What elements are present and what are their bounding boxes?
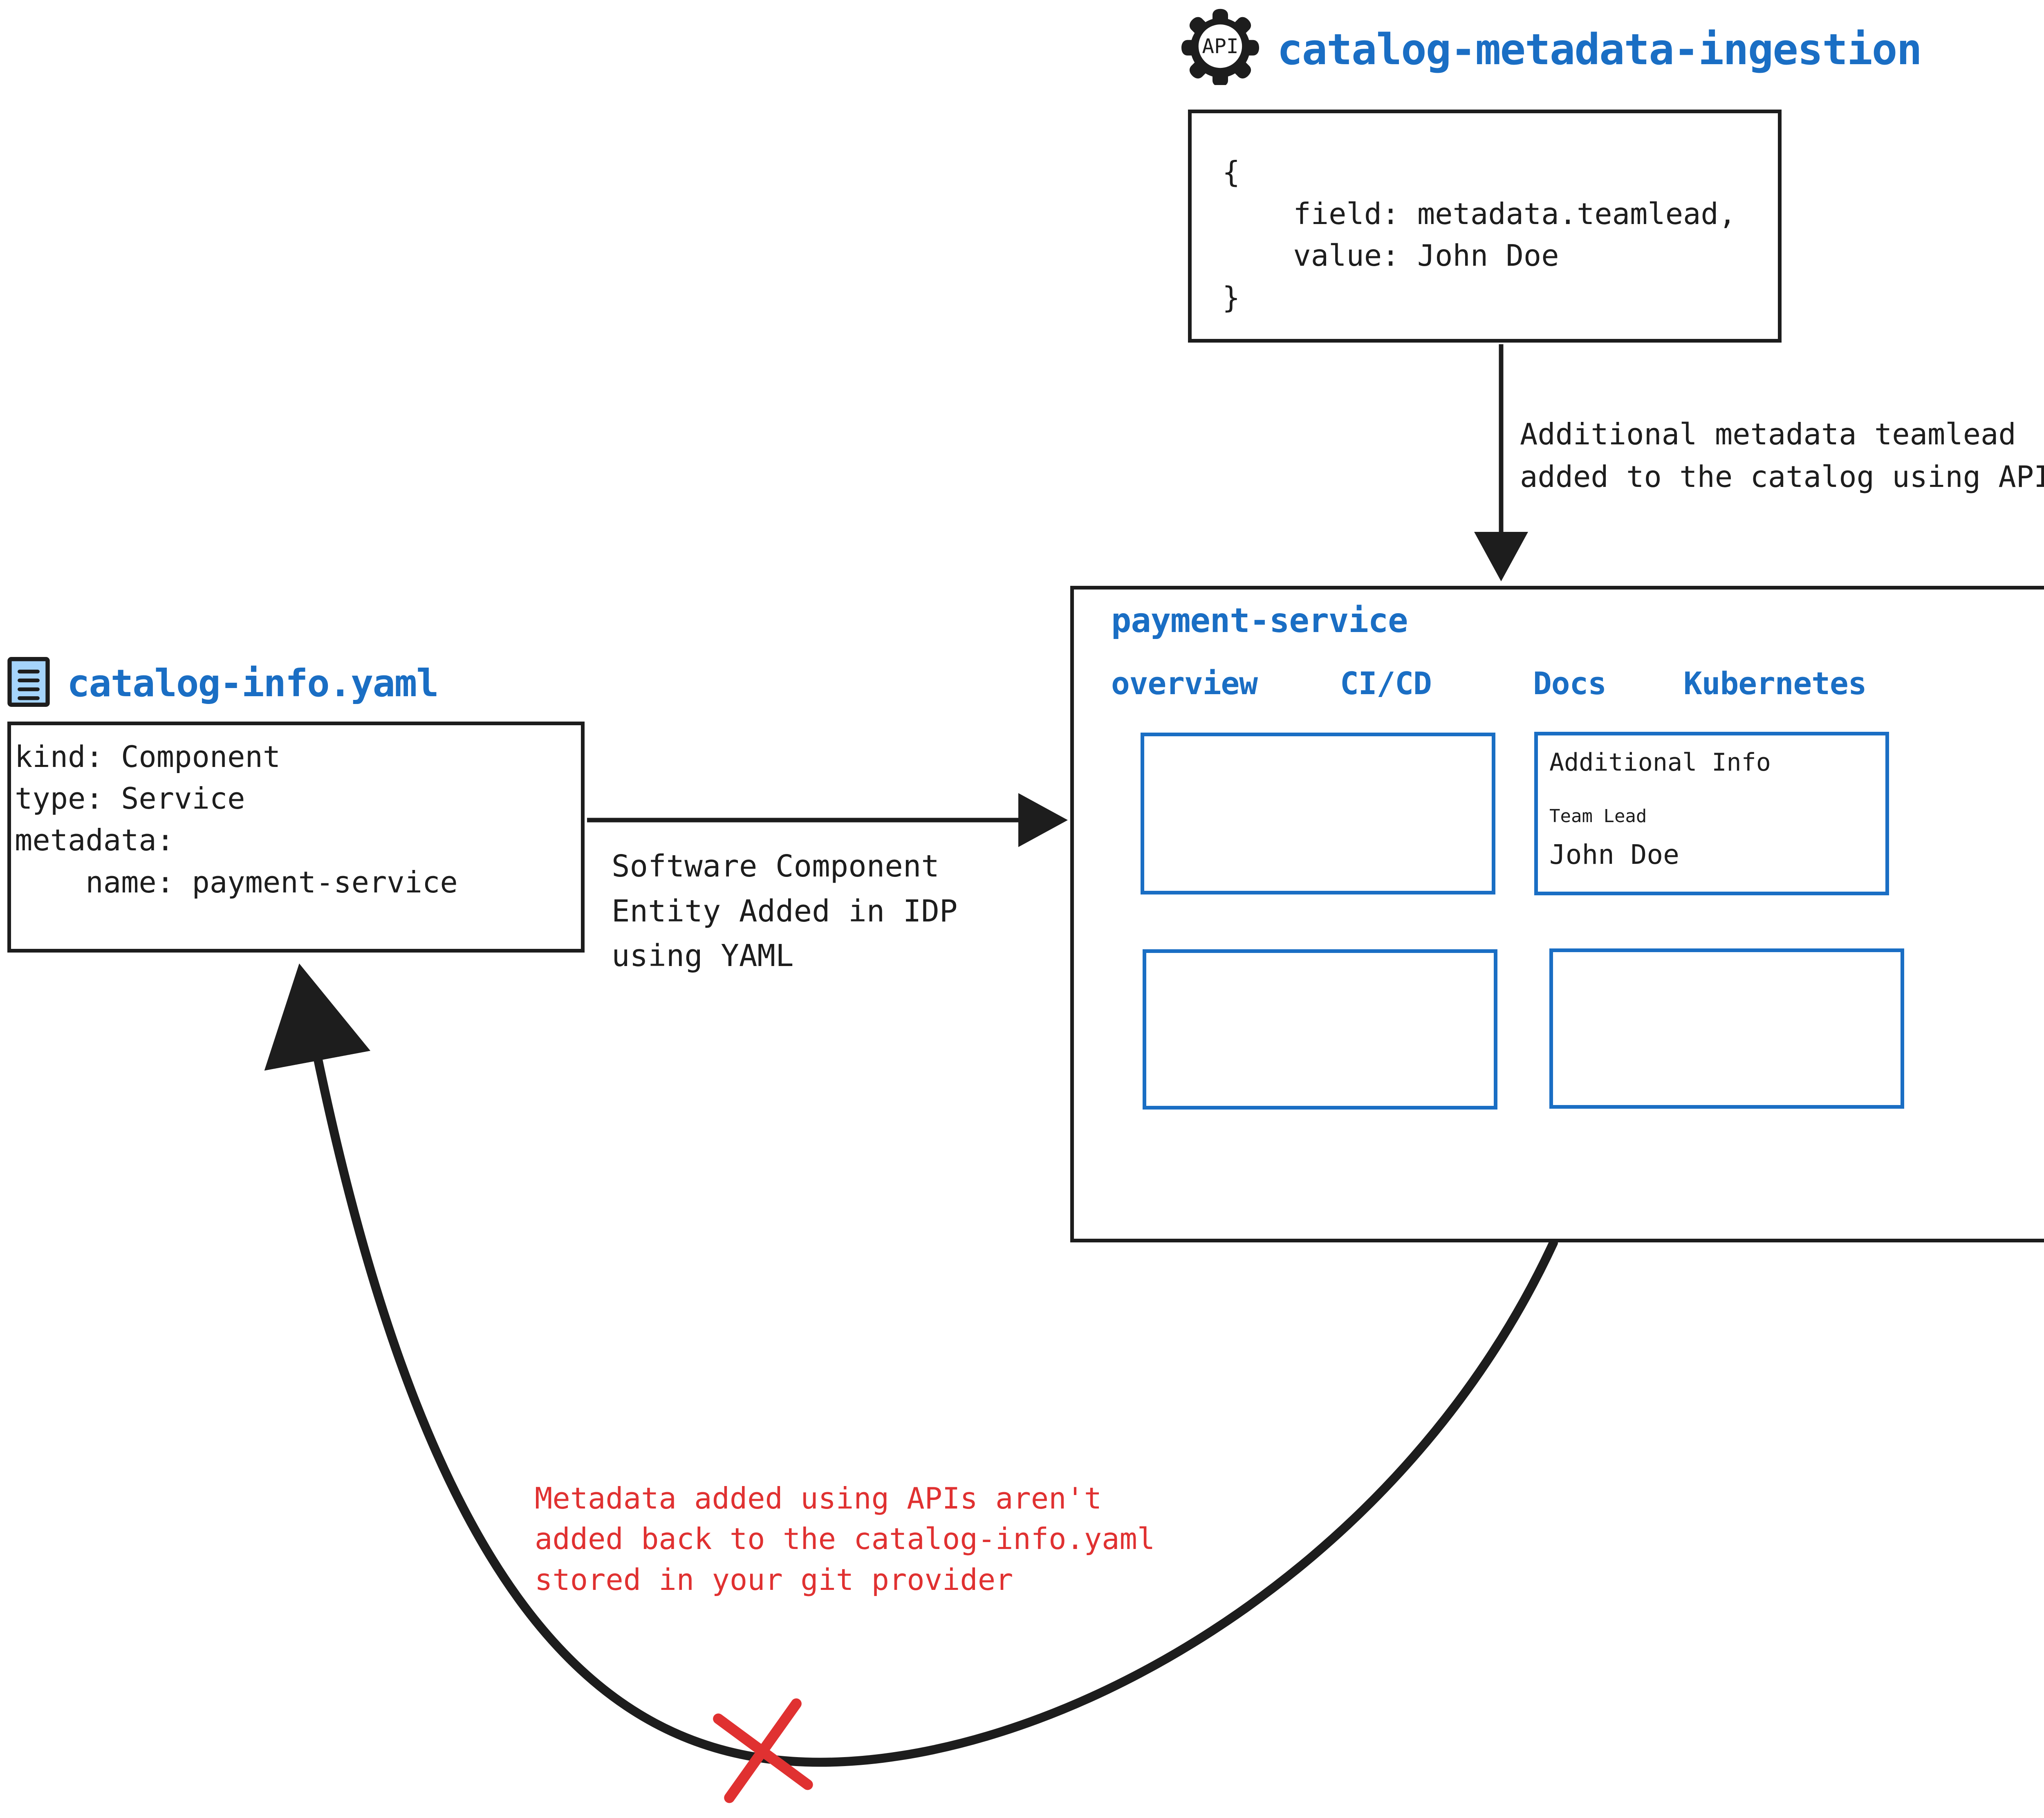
api-payload-box (1188, 110, 1782, 343)
tab-docs[interactable]: Docs (1533, 665, 1607, 702)
svg-text:API: API (1202, 34, 1238, 58)
api-payload-code: { field: metadata.teamlead, value: John … (1222, 155, 1737, 315)
red-x-cross-icon (713, 1698, 813, 1803)
tab-cicd[interactable]: CI/CD (1340, 665, 1432, 702)
api-gear-icon: API (1181, 9, 1259, 85)
warning-text: Metadata added using APIs aren't added b… (535, 1481, 1155, 1597)
panel-card-bottom-right[interactable] (1549, 948, 1904, 1109)
yaml-file-icon (7, 657, 50, 707)
yaml-arrow-label: Software Component Entity Added in IDP u… (612, 849, 958, 974)
api-title: catalog-metadata-ingestion (1277, 25, 1922, 74)
api-arrow-label: Additional metadata teamlead added to th… (1520, 417, 2044, 494)
tab-kubernetes[interactable]: Kubernetes (1683, 665, 1867, 702)
team-lead-label: Team Lead (1549, 806, 1647, 827)
service-panel (1070, 586, 2044, 1242)
api-source-header: API catalog-metadata-ingestion (1181, 7, 1922, 85)
panel-card-additional-info[interactable] (1534, 732, 1889, 895)
tab-overview[interactable]: overview (1111, 665, 1258, 702)
team-lead-value: John Doe (1549, 839, 1679, 870)
yaml-content-code: kind: Component type: Service metadata: … (15, 740, 458, 899)
yaml-title: catalog-info.yaml (67, 661, 439, 705)
service-panel-tabs: overview CI/CD Docs Kubernetes (1111, 668, 1937, 705)
yaml-content-box (7, 722, 585, 953)
service-panel-title: payment-service (1111, 601, 1408, 640)
panel-card-bottom-left[interactable] (1143, 949, 1497, 1110)
additional-info-heading: Additional Info (1549, 748, 1771, 777)
yaml-source-header: catalog-info.yaml (7, 657, 439, 707)
panel-card-top-left[interactable] (1141, 733, 1495, 894)
